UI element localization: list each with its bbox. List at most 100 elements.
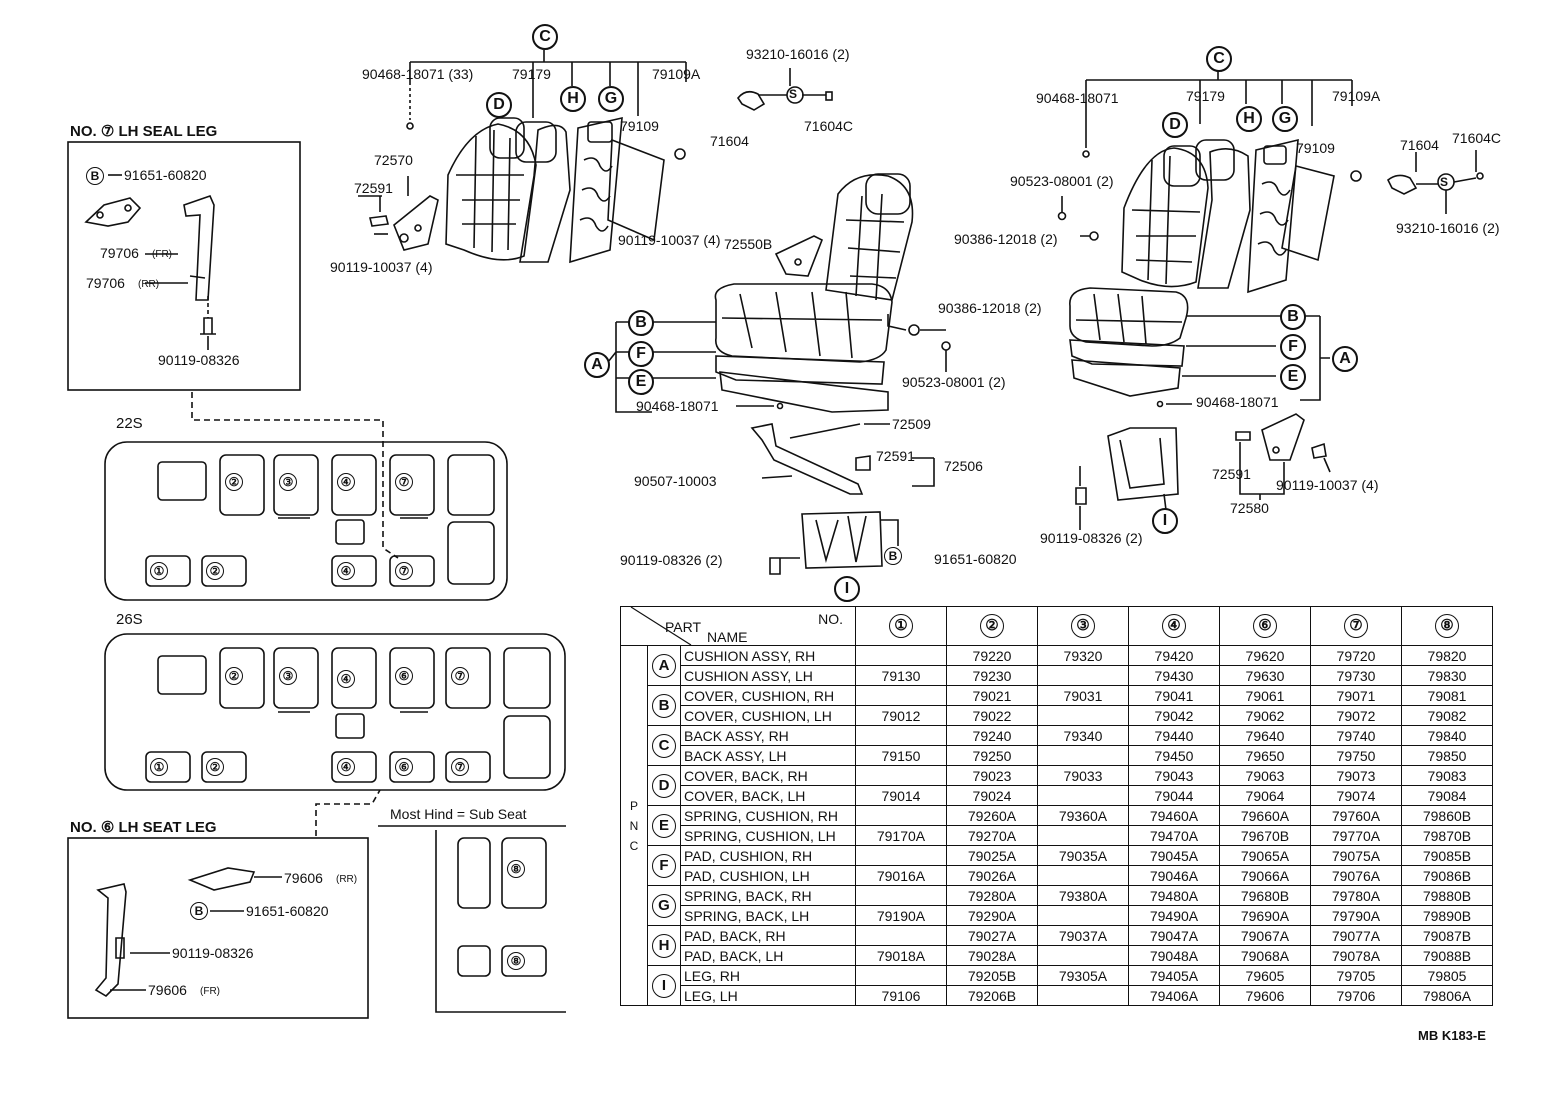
header-part: PART bbox=[665, 619, 702, 635]
label-71604c: 71604C bbox=[1452, 130, 1502, 146]
part-name: COVER, CUSHION, RH bbox=[680, 685, 856, 706]
header-no: NO. bbox=[818, 611, 843, 627]
part-number: 79023 bbox=[946, 765, 1038, 786]
inset-lh7-title: NO. ⑦ LH SEAL LEG bbox=[70, 123, 218, 140]
part-number: 79063 bbox=[1219, 765, 1311, 786]
part-number: 79084 bbox=[1401, 785, 1493, 806]
part-number: 79018A bbox=[855, 945, 947, 966]
label-71604c: 71604C bbox=[804, 118, 854, 134]
part-number: 79035A bbox=[1037, 845, 1129, 866]
part-number: 79750 bbox=[1310, 745, 1402, 766]
part-number: 79840 bbox=[1401, 725, 1493, 746]
center-cushion bbox=[714, 283, 893, 363]
part-number: 79071 bbox=[1310, 685, 1402, 706]
part-number bbox=[1037, 785, 1129, 806]
part-number: 79206B bbox=[946, 985, 1038, 1006]
clip-71604-right bbox=[1386, 174, 1418, 195]
callout-b-small: B bbox=[884, 547, 902, 565]
part-number: 79077A bbox=[1310, 925, 1402, 946]
part-number bbox=[855, 845, 947, 866]
part-name: BACK ASSY, RH bbox=[680, 725, 856, 746]
group-letter: E bbox=[652, 813, 676, 838]
part-name: SPRING, CUSHION, LH bbox=[680, 825, 856, 846]
center-hinge bbox=[774, 235, 824, 277]
part-name: CUSHION ASSY, RH bbox=[680, 645, 856, 666]
callout-g: G bbox=[598, 86, 624, 112]
left-back-cover bbox=[445, 123, 537, 261]
label-79109: 79109 bbox=[1296, 140, 1335, 156]
part-number: 79305A bbox=[1037, 965, 1129, 986]
seat-num: ④ bbox=[337, 758, 355, 776]
label-79109: 79109 bbox=[620, 118, 659, 134]
callout-i: I bbox=[1152, 508, 1178, 534]
part-number: 79850 bbox=[1401, 745, 1493, 766]
group-letter: F bbox=[652, 853, 676, 878]
part-number: 79380A bbox=[1037, 885, 1129, 906]
part-number bbox=[855, 885, 947, 906]
part-number: 79220 bbox=[946, 645, 1038, 666]
part-number bbox=[855, 645, 947, 666]
part-number bbox=[1037, 865, 1129, 886]
part-number: 79470A bbox=[1128, 825, 1220, 846]
callout-c: C bbox=[1206, 46, 1232, 72]
callout-b: B bbox=[1280, 304, 1306, 330]
part-number: 79770A bbox=[1310, 825, 1402, 846]
part-number: 79860B bbox=[1401, 805, 1493, 826]
part-number: 79022 bbox=[946, 705, 1038, 726]
part-number: 79012 bbox=[855, 705, 947, 726]
right-leg bbox=[1107, 427, 1179, 501]
callout-d: D bbox=[1162, 112, 1188, 138]
part-number: 79075A bbox=[1310, 845, 1402, 866]
part-number: 79170A bbox=[855, 825, 947, 846]
part-number: 79740 bbox=[1310, 725, 1402, 746]
part-number bbox=[855, 685, 947, 706]
part-name: PAD, BACK, LH bbox=[680, 945, 856, 966]
label-79606: 79606 bbox=[284, 870, 323, 886]
label-91651-60820: 91651-60820 bbox=[124, 167, 207, 183]
part-number: 79680B bbox=[1219, 885, 1311, 906]
label-79109a: 79109A bbox=[1332, 88, 1381, 104]
part-number: 79033 bbox=[1037, 765, 1129, 786]
callout-g: G bbox=[1272, 106, 1298, 132]
part-number: 79630 bbox=[1219, 665, 1311, 686]
part-number: 79490A bbox=[1128, 905, 1220, 926]
part-number: 79130 bbox=[855, 665, 947, 686]
part-number bbox=[855, 725, 947, 746]
group-letter-cell: G bbox=[647, 885, 681, 926]
label-90119-10037-4: 90119-10037 (4) bbox=[330, 259, 433, 275]
part-number: 79014 bbox=[855, 785, 947, 806]
label-79706: 79706 bbox=[100, 245, 139, 261]
part-number: 79780A bbox=[1310, 885, 1402, 906]
group-letter-cell: A bbox=[647, 645, 681, 686]
part-number: 79320 bbox=[1037, 645, 1129, 666]
callout-f: F bbox=[1280, 334, 1306, 360]
inset-lh6-frame bbox=[67, 837, 369, 1019]
callout-h: H bbox=[1236, 106, 1262, 132]
inset-lh6-title: NO. ⑥ LH SEAT LEG bbox=[70, 819, 217, 836]
seat-num: ② bbox=[225, 473, 243, 491]
part-number: 79260A bbox=[946, 805, 1038, 826]
part-number bbox=[1037, 825, 1129, 846]
pnc-letter: P bbox=[629, 798, 638, 813]
col-header: ⑧ bbox=[1401, 606, 1493, 646]
part-number: 79045A bbox=[1128, 845, 1220, 866]
part-number: 79044 bbox=[1128, 785, 1220, 806]
right-back-pad bbox=[1197, 148, 1251, 289]
part-number: 79076A bbox=[1310, 865, 1402, 886]
part-number: 79085B bbox=[1401, 845, 1493, 866]
label-90468-18071: 90468-18071 bbox=[636, 398, 719, 414]
part-number bbox=[855, 765, 947, 786]
part-number: 79026A bbox=[946, 865, 1038, 886]
part-name: COVER, BACK, LH bbox=[680, 785, 856, 806]
